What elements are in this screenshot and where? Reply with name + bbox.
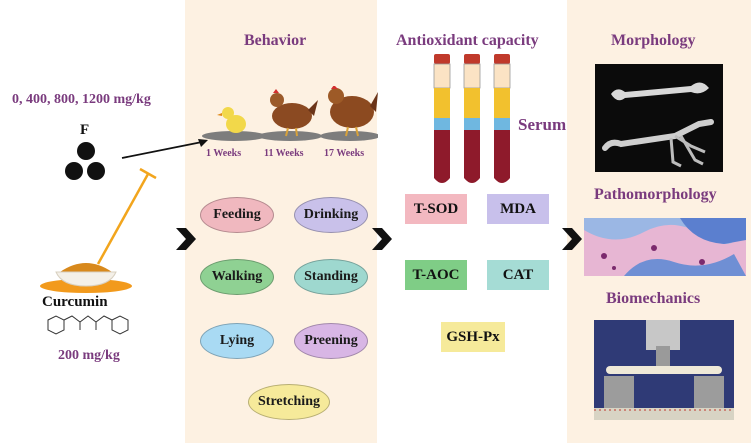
marker-box: T-SOD <box>405 194 467 224</box>
serum-tube <box>493 54 511 183</box>
behavior-heading: Behavior <box>244 32 307 49</box>
behavior-oval: Drinking <box>294 197 368 233</box>
behavior-oval: Stretching <box>248 384 330 420</box>
fluoride-doses: 0, 400, 800, 1200 mg/kg <box>12 92 151 107</box>
hen-17-weeks-icon <box>328 86 378 137</box>
fluoride-label: F <box>80 122 90 138</box>
behavior-oval: Standing <box>294 259 368 295</box>
biomechanics-test-image <box>594 320 734 420</box>
serum-tubes-icon <box>433 54 511 183</box>
pathomorphology-heading: Pathomorphology <box>594 186 717 203</box>
morphology-heading: Morphology <box>611 32 696 49</box>
marker-box: MDA <box>487 194 549 224</box>
chevron-right-icon <box>176 228 196 250</box>
curcumin-inhibition-line <box>96 167 157 265</box>
chevron-right-icon <box>372 228 392 250</box>
chickens-illustration <box>202 86 378 141</box>
serum-tube <box>433 54 451 183</box>
marker-box: CAT <box>487 260 549 290</box>
week-label: 11 Weeks <box>264 148 304 159</box>
behavior-oval: Walking <box>200 259 274 295</box>
curcumin-dose: 200 mg/kg <box>58 348 120 363</box>
curcumin-bowl-icon <box>40 263 132 293</box>
marker-box: T-AOC <box>405 260 467 290</box>
marker-box: GSH-Px <box>441 322 505 352</box>
week-label: 17 Weeks <box>324 148 365 159</box>
behavior-oval: Lying <box>200 323 274 359</box>
xray-bones-image <box>595 64 723 172</box>
antioxidant-heading: Antioxidant capacity <box>396 32 539 49</box>
histology-image <box>584 218 746 276</box>
curcumin-label: Curcumin <box>42 294 108 310</box>
behavior-oval: Feeding <box>200 197 274 233</box>
chevron-right-icon <box>562 228 582 250</box>
week-label: 1 Weeks <box>206 148 242 159</box>
fluoride-arrow <box>121 139 208 159</box>
biomechanics-heading: Biomechanics <box>606 290 701 307</box>
serum-tube <box>463 54 481 183</box>
fluoride-dots-icon <box>65 142 105 180</box>
behavior-oval: Preening <box>294 323 368 359</box>
hen-11-weeks-icon <box>270 89 318 137</box>
serum-label: Serum <box>518 115 567 134</box>
chick-icon <box>217 107 246 133</box>
curcumin-structure-icon <box>47 315 129 335</box>
